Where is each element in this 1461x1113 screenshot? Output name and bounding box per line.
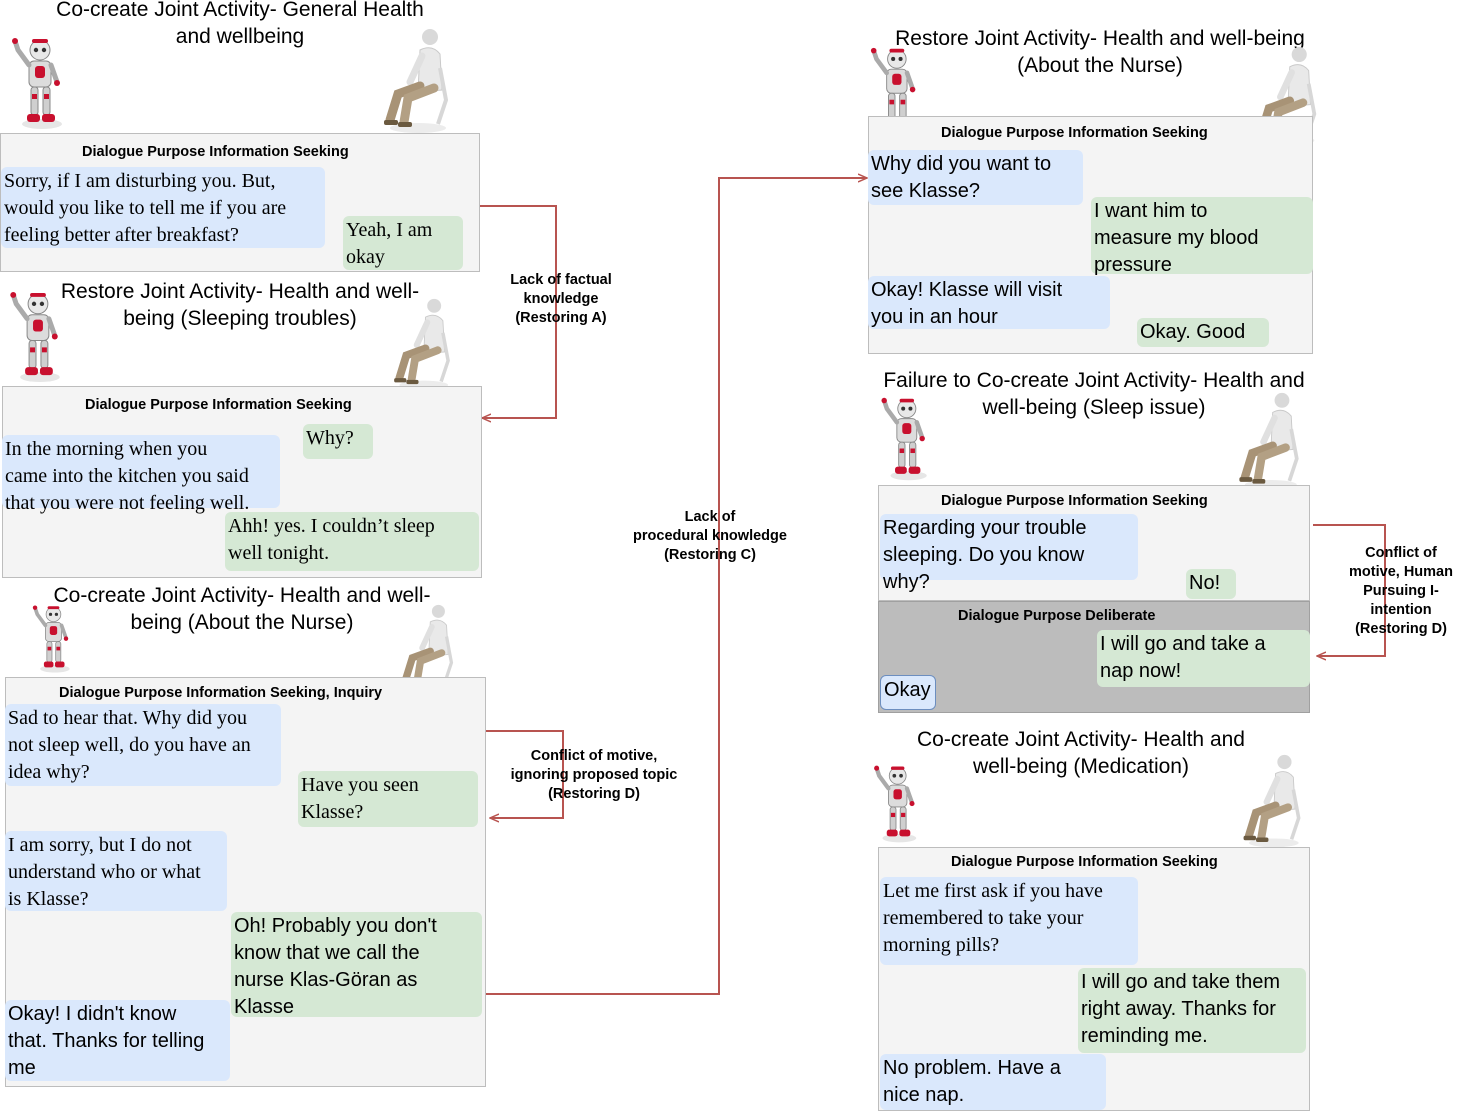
human-message: I want him to measure my blood pressure xyxy=(1091,197,1313,276)
panel-1-title: Co-create Joint Activity- General Health… xyxy=(56,0,424,48)
robot-icon xyxy=(878,396,932,482)
panel-2-title: Restore Joint Activity- Health and well-… xyxy=(60,280,420,330)
edge-label-restoring-a: Lack of factual knowledge (Restoring A) xyxy=(510,272,612,326)
human-message: Oh! Probably you don't know that we call… xyxy=(231,912,482,1018)
robot-icon xyxy=(870,764,922,844)
robot-message: Okay xyxy=(880,675,936,710)
human-message: Yeah, I am okay xyxy=(343,216,463,270)
robot-message: Why did you want to see Klasse? xyxy=(868,150,1083,205)
human-message: I will go and take a nap now! xyxy=(1097,630,1310,687)
human-message: I will go and take them right away. Than… xyxy=(1078,968,1306,1053)
human-message: No! xyxy=(1186,569,1236,599)
human-message: Ahh! yes. I couldn’t sleep well tonight. xyxy=(225,512,479,571)
human-message: Have you seen Klasse? xyxy=(298,771,478,827)
dialogue-purpose: Dialogue Purpose Information Seeking xyxy=(941,493,1208,509)
robot-icon xyxy=(31,604,72,674)
robot-message: I am sorry, but I do not understand who … xyxy=(5,831,227,911)
edge-label-restoring-d2: Conflict of motive, Human Pursuing I- in… xyxy=(1349,545,1453,637)
robot-message: Okay! Klasse will visit you in an hour xyxy=(868,276,1110,329)
dialogue-purpose: Dialogue Purpose Information Seeking xyxy=(85,397,352,413)
panel-4-title: Restore Joint Activity- Health and well-… xyxy=(895,27,1305,77)
edge-restoring-c xyxy=(486,178,867,995)
edge-label-restoring-d1: Conflict of motive, ignoring proposed to… xyxy=(510,748,678,802)
edge-label-restoring-c: Lack of procedural knowledge (Restoring … xyxy=(633,509,787,563)
dialogue-purpose: Dialogue Purpose Information Seeking xyxy=(951,854,1218,870)
robot-message: In the morning when you came into the ki… xyxy=(2,435,280,514)
seated-person-icon xyxy=(1233,392,1305,492)
robot-message: Sad to hear that. Why did you not sleep … xyxy=(5,704,281,786)
robot-icon xyxy=(8,36,68,131)
dialogue-purpose: Dialogue Purpose Information Seeking, In… xyxy=(59,685,383,701)
robot-message: Sorry, if I am disturbing you. But, woul… xyxy=(1,167,325,248)
robot-message: Regarding your trouble sleeping. Do you … xyxy=(880,514,1138,593)
seated-person-icon xyxy=(1238,754,1306,850)
panel-6-title: Co-create Joint Activity- Health and wel… xyxy=(917,728,1245,778)
panel-3-title: Co-create Joint Activity- Health and wel… xyxy=(53,584,431,634)
dialogue-purpose-deliberate: Dialogue Purpose Deliberate xyxy=(958,608,1156,624)
dialogue-purpose: Dialogue Purpose Information Seeking xyxy=(82,144,349,160)
edge-restoring-d1 xyxy=(486,730,564,818)
edge-restoring-d2 xyxy=(1313,524,1386,656)
human-message: Okay. Good xyxy=(1137,318,1269,347)
human-message: Why? xyxy=(303,424,373,459)
panel-5-title: Failure to Co-create Joint Activity- Hea… xyxy=(883,369,1305,419)
dialogue-purpose: Dialogue Purpose Information Seeking xyxy=(941,125,1208,141)
robot-icon xyxy=(8,290,64,384)
seated-person-icon xyxy=(388,298,456,392)
edge-restoring-a xyxy=(480,205,557,418)
robot-message: Let me first ask if you have remembered … xyxy=(880,877,1138,965)
seated-person-icon xyxy=(380,28,452,136)
robot-message: No problem. Have a nice nap. xyxy=(880,1054,1106,1110)
robot-message: Okay! I didn't know that. Thanks for tel… xyxy=(5,1000,230,1081)
